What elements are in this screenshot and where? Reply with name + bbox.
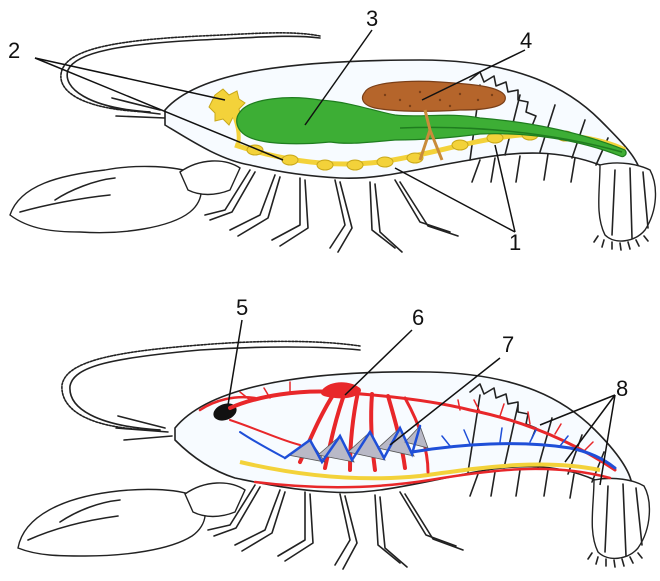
label-3: 3 <box>366 6 378 31</box>
label-1: 1 <box>509 230 521 255</box>
walking-legs-top-2 <box>210 172 458 252</box>
label-8: 8 <box>616 376 628 401</box>
label-2: 2 <box>8 38 20 63</box>
claw-top <box>10 166 201 232</box>
tail-fan-bottom <box>592 478 649 558</box>
label-6: 6 <box>412 305 424 330</box>
walking-legs-bottom <box>208 485 456 565</box>
claw-bottom <box>18 489 205 556</box>
walking-legs-top <box>205 170 450 248</box>
label-5: 5 <box>236 295 248 320</box>
crayfish-bottom <box>18 341 649 569</box>
liver-top <box>362 81 505 111</box>
swimmerets-bottom <box>470 470 574 498</box>
crayfish-top <box>10 33 655 252</box>
label-4: 4 <box>520 28 532 53</box>
tail-fan-top <box>599 163 656 241</box>
label-7: 7 <box>502 332 514 357</box>
walking-legs-bottom-2 <box>214 487 463 569</box>
body-outline-bottom <box>175 372 632 493</box>
swimmerets-top <box>472 154 575 182</box>
claw-arm-bottom <box>185 483 245 517</box>
claw-arm-top <box>180 161 240 195</box>
